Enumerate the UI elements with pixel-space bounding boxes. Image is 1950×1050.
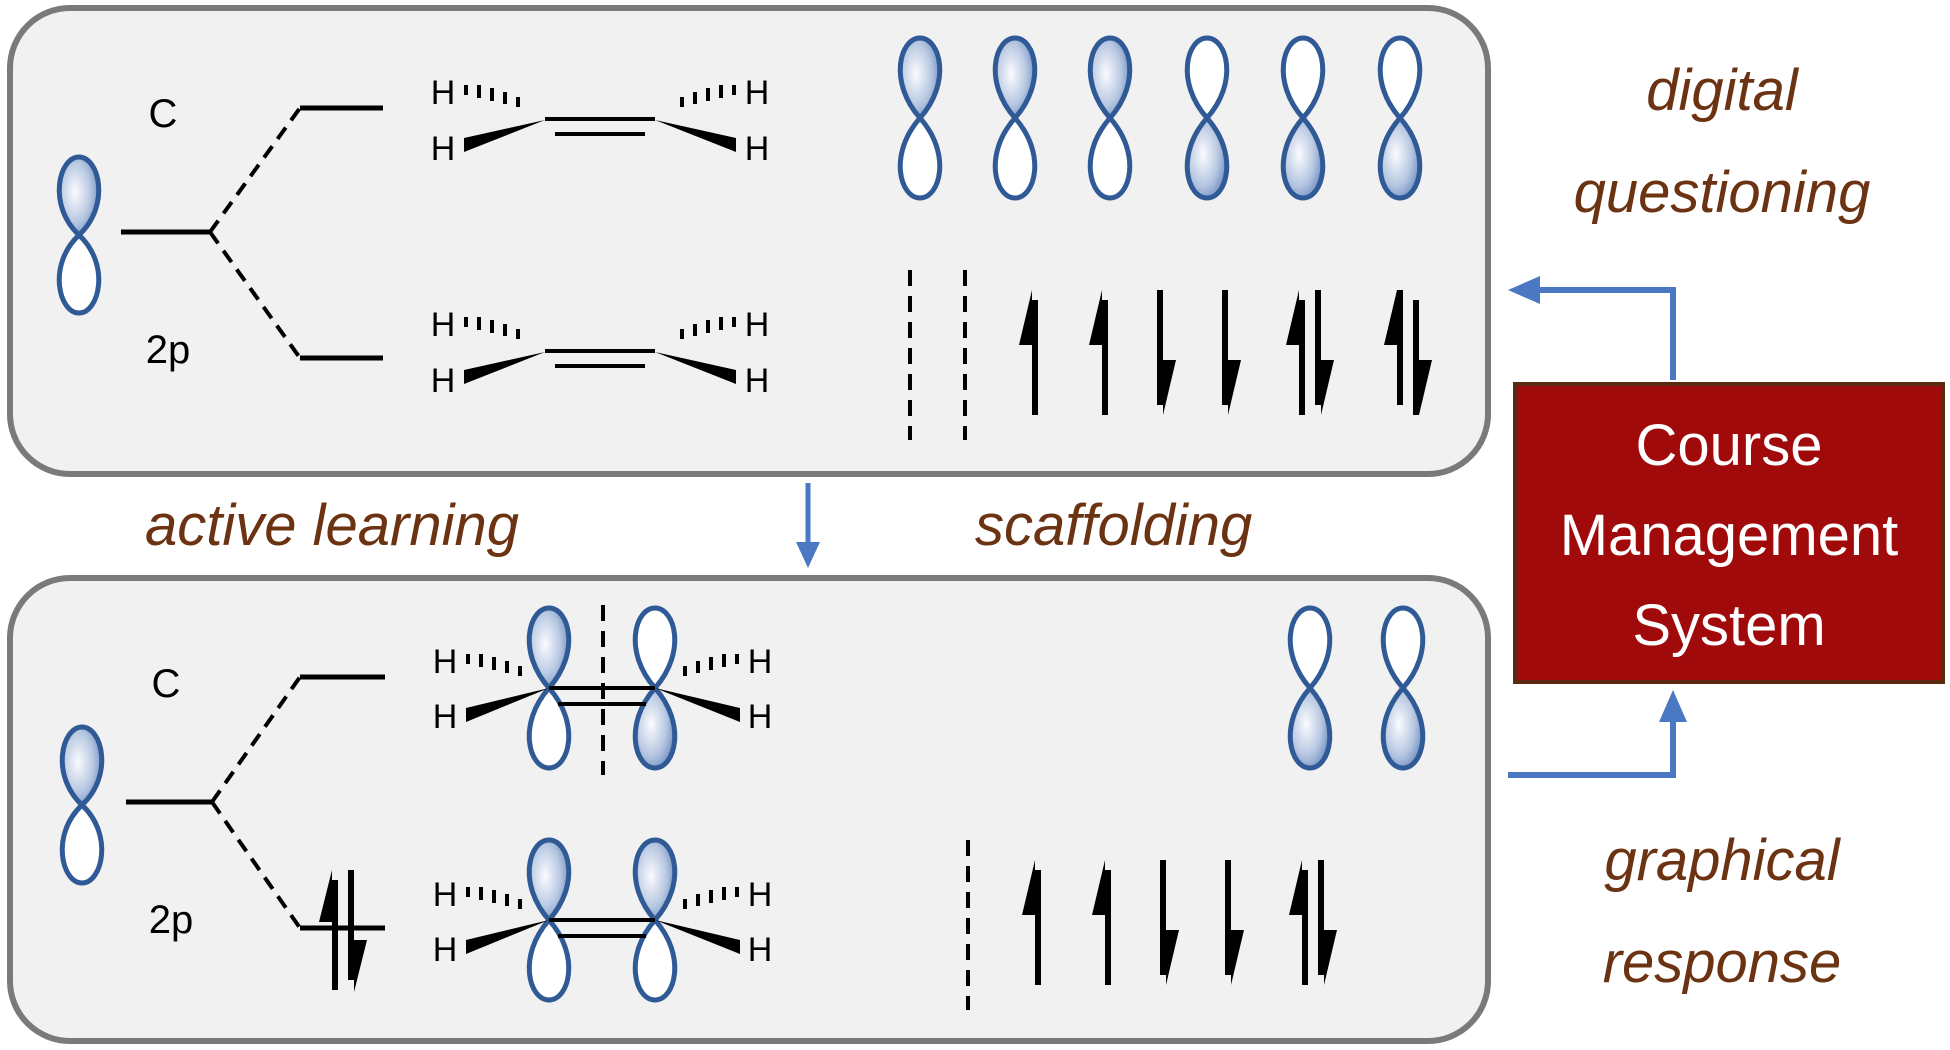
atom-h: H	[745, 130, 770, 168]
course-management-system-box[interactable]: Course Management System	[1513, 382, 1945, 684]
orbital-choices[interactable]	[897, 35, 1423, 201]
spin-up-arrow-icon[interactable]	[1022, 860, 1041, 985]
atom-h: H	[745, 306, 770, 344]
correlation-line-down	[208, 230, 302, 360]
element-label: C	[149, 92, 178, 136]
atom-h: H	[433, 876, 458, 914]
atom-h: H	[431, 130, 456, 168]
atom-h: H	[433, 698, 458, 736]
p-orbital-icon[interactable]	[1280, 35, 1326, 201]
spin-pair-arrow-icon[interactable]	[1384, 290, 1432, 415]
atom-h: H	[745, 362, 770, 400]
spin-up-arrow-icon[interactable]	[1019, 290, 1038, 415]
p-orbital-icon	[59, 724, 105, 886]
ethylene-molecule: H H H H	[431, 74, 770, 168]
active-learning-label: active learning	[145, 493, 519, 558]
atom-h: H	[433, 931, 458, 969]
spin-choices[interactable]	[908, 270, 1432, 440]
atom-h: H	[431, 306, 456, 344]
down-arrow-icon	[796, 483, 820, 568]
spin-choices[interactable]	[966, 840, 1337, 1010]
atom-h: H	[431, 74, 456, 112]
p-orbital-icon	[632, 837, 678, 1003]
spin-down-arrow-icon[interactable]	[1160, 860, 1179, 985]
atom-h: H	[748, 931, 773, 969]
p-orbital-icon[interactable]	[897, 35, 943, 201]
p-orbital-icon	[632, 605, 678, 771]
cms-line2: Management	[1560, 503, 1899, 568]
feedback-arrow-icon	[1508, 276, 1676, 380]
ethylene-antibonding: H H H H	[433, 605, 773, 775]
p-orbital-icon[interactable]	[1380, 605, 1426, 771]
scaffolding-label: scaffolding	[975, 493, 1252, 558]
orbital-label: 2p	[149, 898, 194, 942]
atom-h: H	[745, 74, 770, 112]
response-arrow-icon	[1508, 690, 1687, 778]
bottom-energy-diagram: C 2p	[59, 662, 385, 992]
spin-down-arrow-icon[interactable]	[1225, 860, 1244, 985]
spin-up-arrow-icon[interactable]	[1092, 860, 1111, 985]
cms-line3: System	[1632, 593, 1825, 658]
orbital-label: 2p	[146, 328, 191, 372]
top-energy-diagram: C 2p	[56, 92, 383, 372]
orbital-choices[interactable]	[1287, 605, 1426, 771]
p-orbital-icon[interactable]	[1184, 35, 1230, 201]
spin-up-arrow-icon[interactable]	[1089, 290, 1108, 415]
p-orbital-icon[interactable]	[992, 35, 1038, 201]
cms-line1: Course	[1636, 413, 1823, 478]
spin-pair-arrow-icon[interactable]	[1286, 290, 1334, 415]
graphical-label-line1: graphical	[1604, 828, 1841, 893]
atom-h: H	[433, 643, 458, 681]
p-orbital-icon	[526, 605, 572, 771]
ethylene-molecule: H H H H	[431, 306, 770, 400]
p-orbital-icon[interactable]	[1287, 605, 1333, 771]
atom-h: H	[748, 698, 773, 736]
p-orbital-icon	[526, 837, 572, 1003]
bottom-panel	[7, 575, 1491, 1044]
p-orbital-icon	[56, 154, 102, 316]
atom-h: H	[748, 876, 773, 914]
atom-h: H	[431, 362, 456, 400]
spin-down-arrow-icon[interactable]	[1222, 290, 1241, 415]
element-label: C	[152, 662, 181, 706]
p-orbital-icon[interactable]	[1377, 35, 1423, 201]
correlation-line-down	[210, 800, 302, 930]
atom-h: H	[748, 643, 773, 681]
correlation-line-up	[208, 106, 302, 234]
spin-pair-arrow-icon[interactable]	[1289, 860, 1337, 985]
p-orbital-icon[interactable]	[1087, 35, 1133, 201]
correlation-line-up	[210, 675, 302, 804]
ethylene-bonding: H H H H	[433, 837, 773, 1003]
spin-down-arrow-icon[interactable]	[1157, 290, 1176, 415]
spin-pair-arrow-icon	[319, 870, 367, 992]
graphical-label-line2: response	[1603, 930, 1842, 995]
digital-label-line1: digital	[1646, 58, 1800, 123]
digital-label-line2: questioning	[1574, 160, 1871, 225]
